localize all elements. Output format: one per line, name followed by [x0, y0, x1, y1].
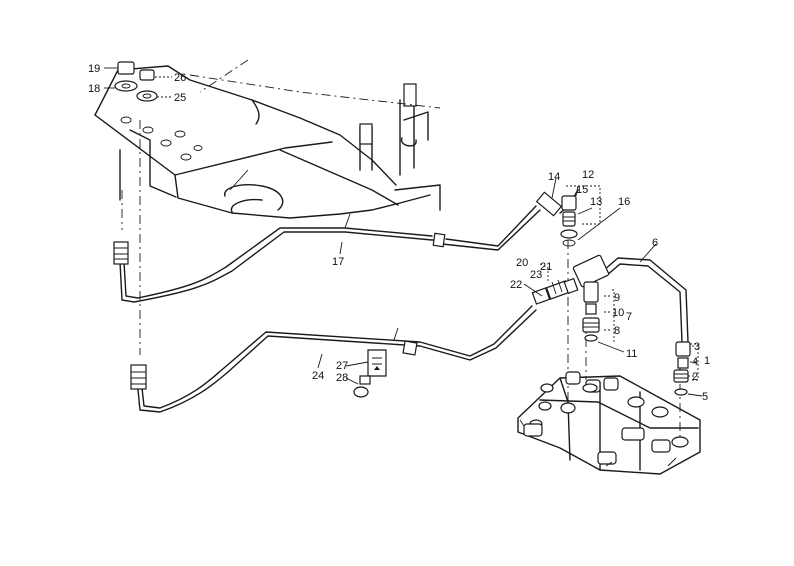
callout-7: 7 — [626, 311, 632, 323]
callout-22: 22 — [510, 279, 522, 291]
callout-20: 20 — [516, 257, 528, 269]
callout-15: 15 — [576, 184, 588, 196]
callout-28: 28 — [336, 372, 348, 384]
mounting-hardware-18-19-25-26 — [114, 61, 158, 102]
elbow-fitting-assembly — [560, 185, 601, 247]
clamp-and-bolt-27-28 — [353, 349, 387, 398]
callout-18: 18 — [88, 83, 100, 95]
leader-lines — [104, 67, 703, 397]
callout-24: 24 — [312, 370, 324, 382]
callout-13: 13 — [590, 196, 602, 208]
callout-3: 3 — [694, 341, 700, 353]
callout-1: 1 — [704, 355, 710, 367]
control-valve-bank — [517, 371, 701, 475]
hydraulic-hose-24 — [130, 305, 537, 413]
steel-pipe-6 — [572, 254, 699, 396]
callout-9: 9 — [614, 292, 620, 304]
callout-21: 21 — [540, 261, 552, 273]
machine-frame — [94, 65, 441, 219]
callout-10: 10 — [612, 307, 624, 319]
callout-23: 23 — [530, 269, 542, 281]
callout-5: 5 — [702, 391, 708, 403]
callout-25: 25 — [174, 92, 186, 104]
callout-16: 16 — [618, 196, 630, 208]
callout-14: 14 — [548, 171, 560, 183]
callout-11: 11 — [626, 348, 637, 360]
callout-6: 6 — [652, 237, 658, 249]
callout-26: 26 — [174, 72, 186, 84]
callout-labels: 19 18 26 25 17 24 27 28 14 12 15 13 16 6… — [88, 63, 710, 403]
callout-19: 19 — [88, 63, 100, 75]
callout-2: 2 — [692, 371, 698, 383]
hydraulic-hose-17 — [113, 189, 579, 303]
callout-27: 27 — [336, 360, 348, 372]
callout-17: 17 — [332, 256, 344, 268]
callout-4: 4 — [692, 356, 698, 368]
callout-12: 12 — [582, 169, 594, 181]
callout-8: 8 — [614, 325, 620, 337]
